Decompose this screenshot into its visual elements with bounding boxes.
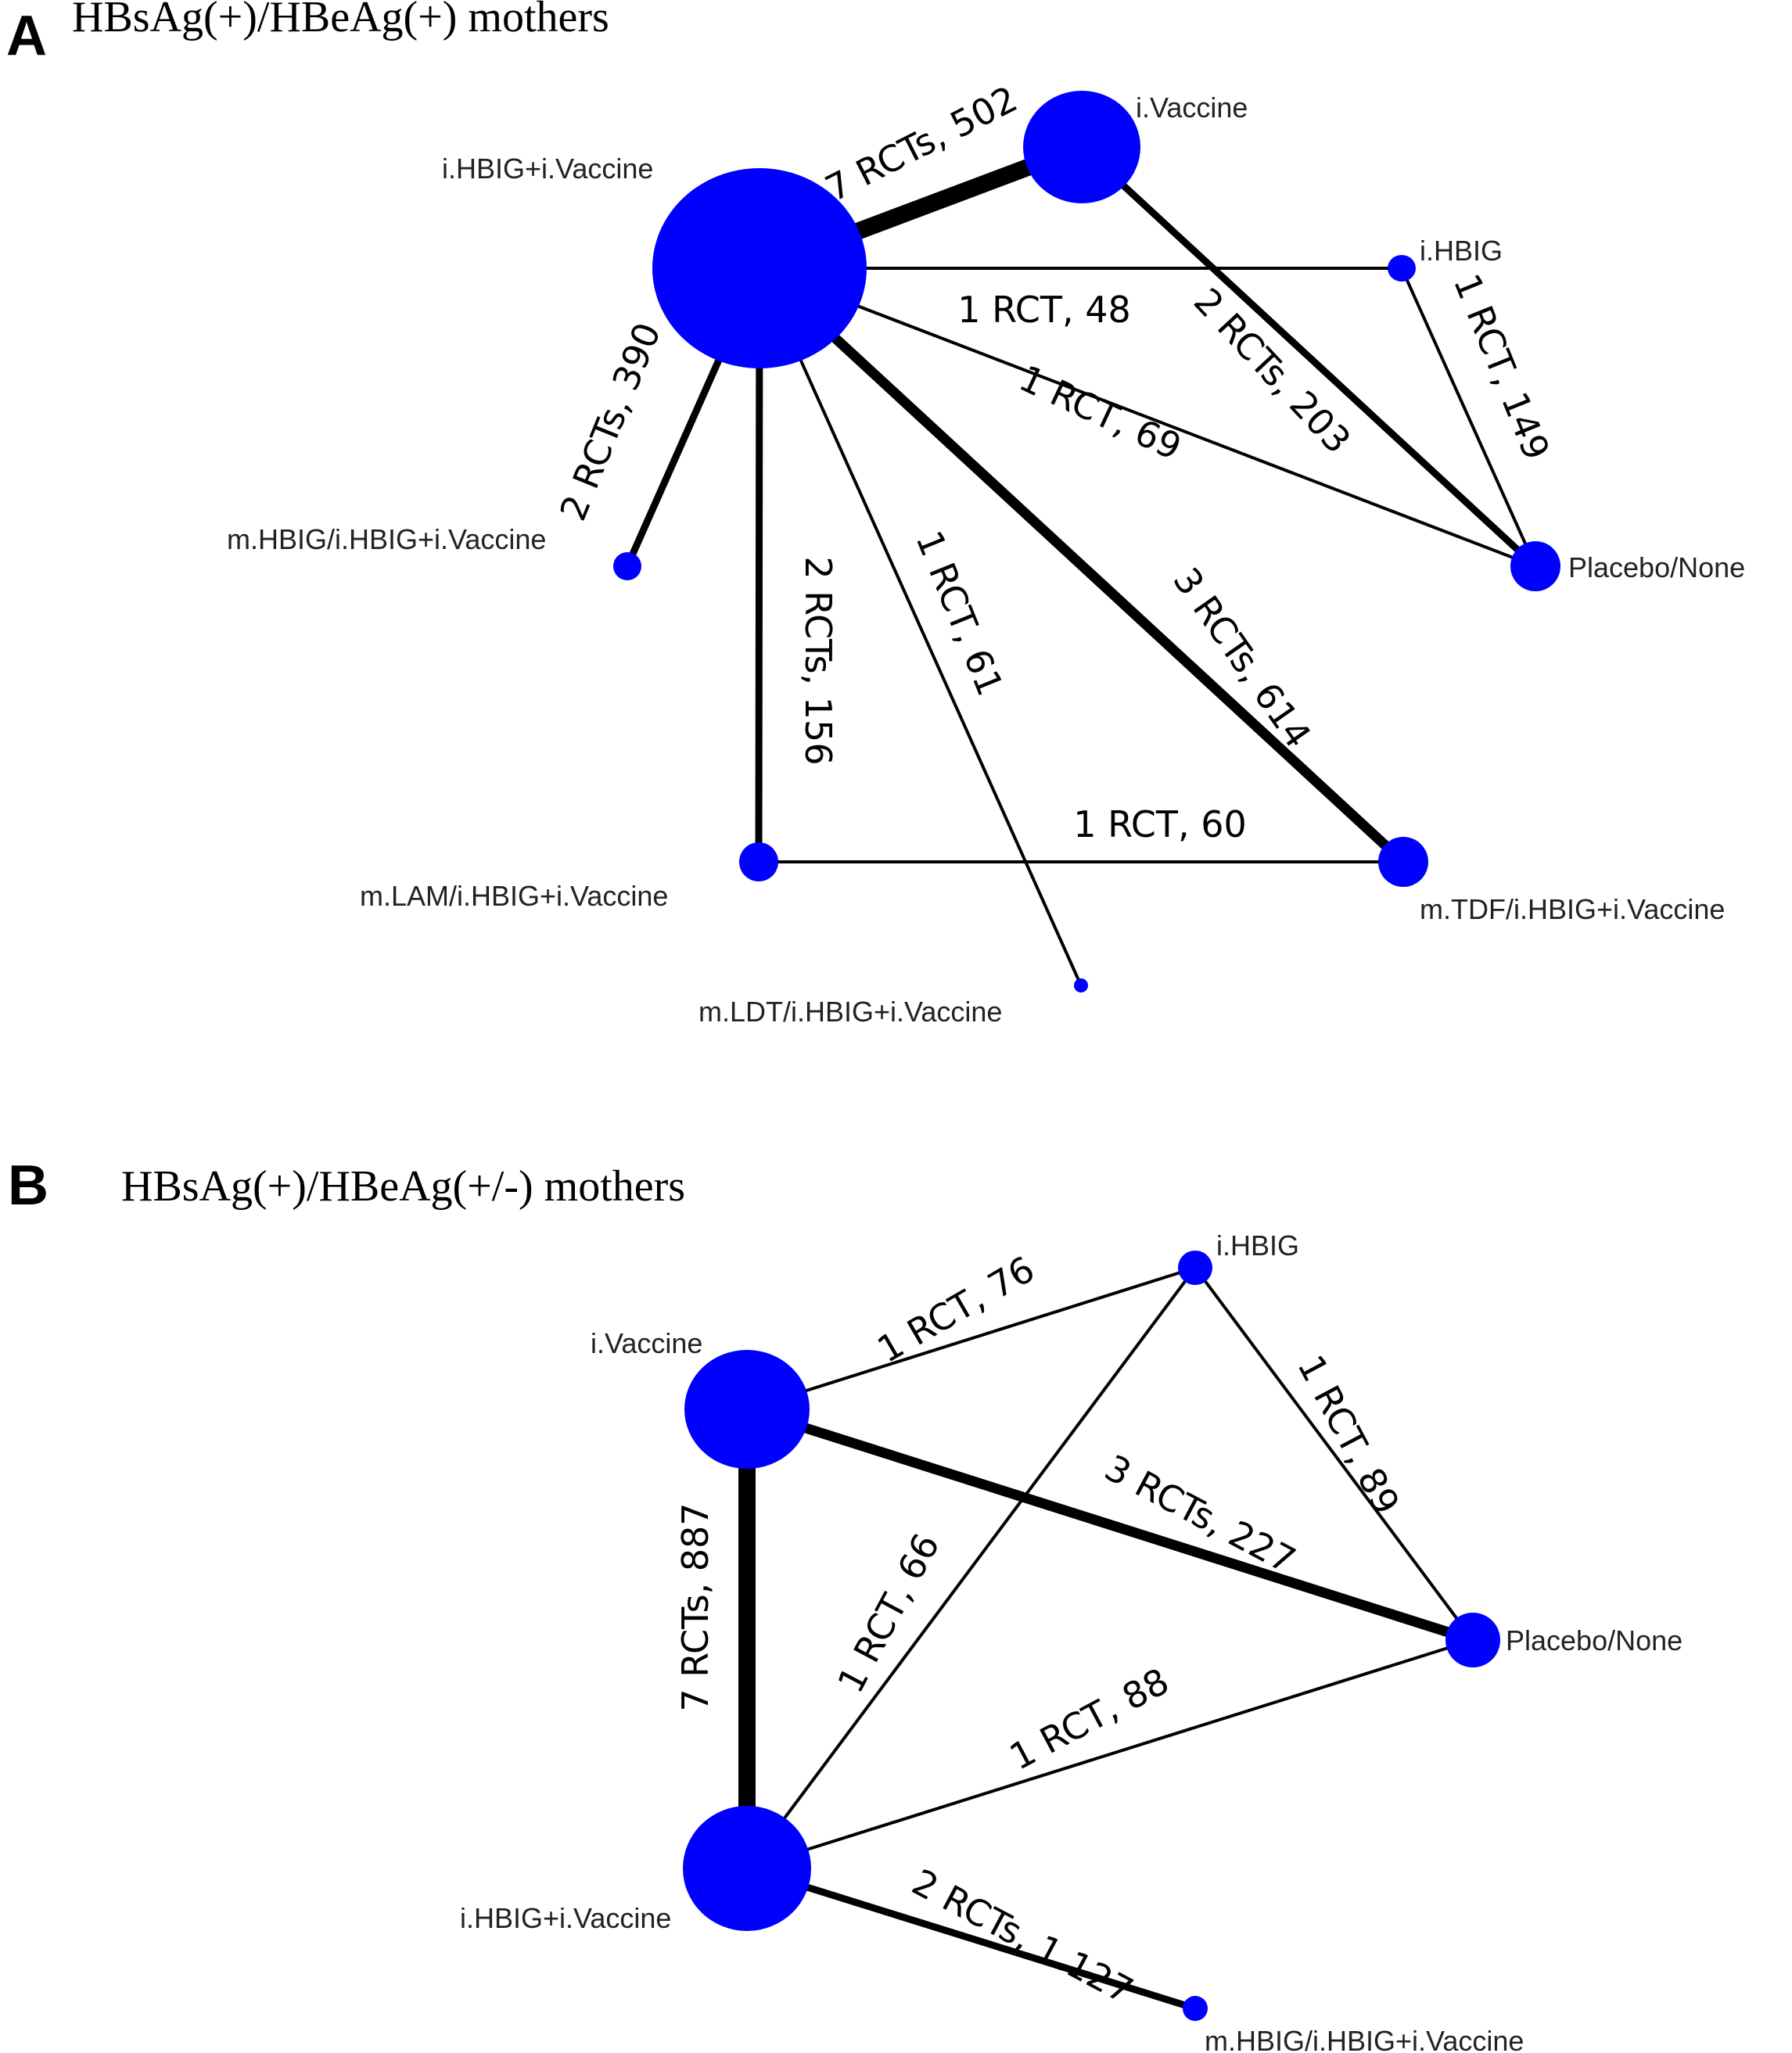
edge-hbig_vac-mhbig (745, 1865, 1197, 2012)
edge-vac-hbig (746, 1266, 1196, 1411)
edge-label: 1 RCT, 89 (1289, 1348, 1408, 1521)
edge-hbig_vac-placebo (746, 1638, 1474, 1870)
node-label: i.Vaccine (591, 1327, 702, 1359)
edge-label: 7 RCTs, 502 (818, 77, 1024, 210)
node-mldt (1074, 978, 1088, 992)
node-label: i.Vaccine (1136, 92, 1248, 124)
panel-b-edges (738, 1266, 1474, 2012)
node-placebo (1510, 541, 1560, 591)
edge-label: 1 RCT, 61 (907, 525, 1011, 702)
edge-label: 2 RCTs, 156 (797, 556, 839, 765)
panel-a: A HBsAg(+)/HBeAg(+) mothers 7 RCTs, 502 1… (6, 0, 1745, 1028)
node-label: m.LDT/i.HBIG+i.Vaccine (698, 996, 1002, 1028)
edge-hbig_vac-mtdf (756, 264, 1407, 866)
node-label: i.HBIG+i.Vaccine (460, 1902, 671, 1934)
panel-a-nodes (613, 91, 1560, 992)
node-mhbig (613, 552, 641, 580)
edge-label: 7 RCTs, 887 (674, 1502, 716, 1711)
node-label: i.HBIG (1216, 1229, 1299, 1262)
node-label: Placebo/None (1568, 551, 1745, 583)
node-label: m.LAM/i.HBIG+i.Vaccine (360, 880, 668, 912)
edge-hbig_vac-hbig (745, 1266, 1197, 1870)
panel-b-letter: B (8, 1154, 48, 1217)
node-hbig_vac (683, 1806, 811, 1931)
node-label: m.TDF/i.HBIG+i.Vaccine (1420, 893, 1725, 925)
edge-hbig_vac-placebo (759, 267, 1536, 568)
edge-label: 1 RCT, 149 (1445, 268, 1558, 466)
node-mtdf (1378, 837, 1428, 887)
node-label: Placebo/None (1506, 1624, 1682, 1656)
panel-b-title: HBsAg(+)/HBeAg(+/-) mothers (121, 1162, 685, 1211)
edge-label: 1 RCT, 66 (829, 1527, 948, 1699)
panel-b-nodes (683, 1251, 1500, 2021)
node-mlam (739, 842, 778, 881)
panel-b: B HBsAg(+)/HBeAg(+/-) mothers 1 RCT, 76 1… (8, 1154, 1682, 2053)
panel-a-letter: A (6, 5, 47, 67)
node-mhbig (1183, 1996, 1208, 2021)
node-hbig_vac (652, 168, 867, 368)
node-label: m.HBIG/i.HBIG+i.Vaccine (1205, 2025, 1524, 2053)
edge-label: 2 RCTs, 203 (1186, 280, 1359, 461)
edge-vac-placebo (1079, 144, 1539, 569)
edge-label: 1 RCT, 69 (1013, 357, 1188, 468)
node-vac (1023, 91, 1140, 203)
edge-hbig_vac-mldt (758, 267, 1083, 986)
node-placebo (1445, 1613, 1500, 1667)
edge-label: 1 RCT, 76 (871, 1247, 1042, 1371)
node-label: m.HBIG/i.HBIG+i.Vaccine (227, 523, 546, 555)
edge-label: 3 RCTs, 227 (1098, 1446, 1302, 1581)
node-label: i.HBIG (1420, 235, 1503, 267)
edge-label: 1 RCT, 48 (957, 289, 1131, 331)
node-label: i.HBIG+i.Vaccine (442, 153, 653, 185)
node-hbig (1178, 1251, 1212, 1285)
node-hbig (1388, 255, 1416, 282)
panel-a-title: HBsAg(+)/HBeAg(+) mothers (72, 0, 609, 41)
edge-label: 1 RCT, 60 (1073, 803, 1247, 845)
node-vac (684, 1350, 810, 1469)
edge-label: 2 RCTs, 390 (551, 317, 669, 526)
edge-label: 2 RCTs, 1.127 (906, 1861, 1140, 2012)
edge-hbig-placebo (1194, 1266, 1474, 1642)
edge-hbig-placebo (1400, 267, 1537, 567)
edge-vac-placebo (745, 1404, 1474, 1646)
